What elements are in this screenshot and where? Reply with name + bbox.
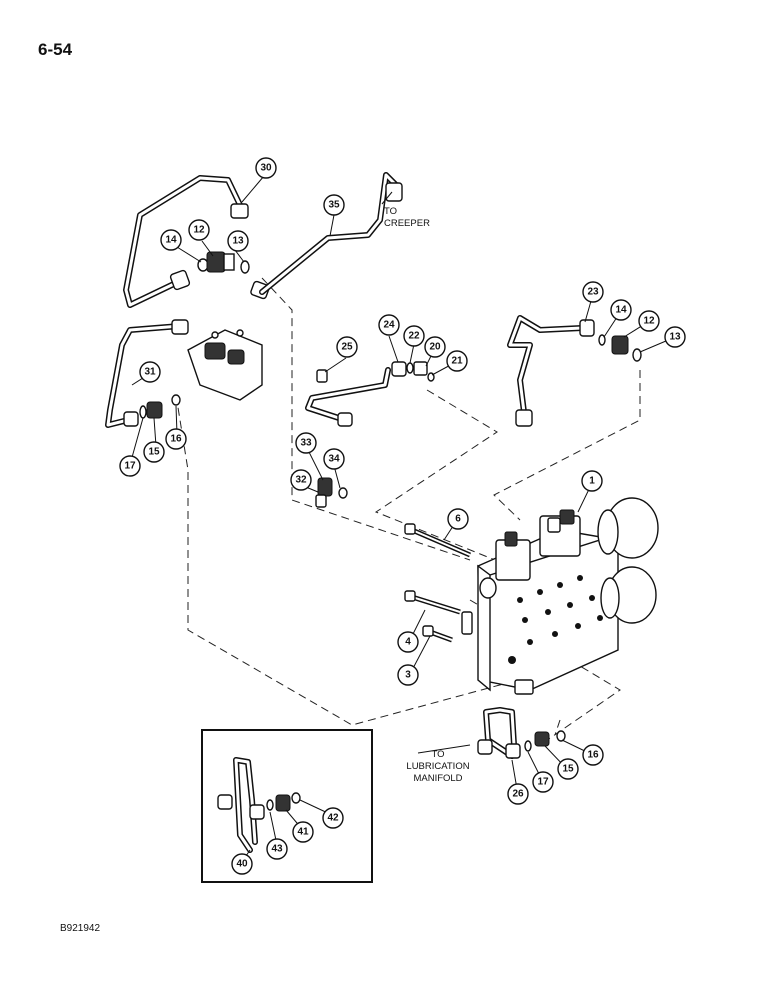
svg-text:16: 16 <box>587 750 599 761</box>
callout-25: 25 <box>336 336 358 358</box>
inset-box <box>201 729 373 883</box>
svg-text:15: 15 <box>148 447 160 458</box>
callout-16b: 16 <box>582 744 604 766</box>
callout-35: 35 <box>323 194 345 216</box>
callout-32: 32 <box>290 469 312 491</box>
page-number: 6-54 <box>38 40 73 59</box>
callout-42: 42 <box>322 807 344 829</box>
svg-text:21: 21 <box>451 356 463 367</box>
callout-1: 1 <box>581 470 603 492</box>
pipe-24 <box>305 361 435 427</box>
svg-text:6: 6 <box>455 514 461 525</box>
to-creeper-line-1: TO <box>384 206 397 217</box>
callout-13a: 13 <box>227 230 249 252</box>
pipe-31 <box>105 319 189 428</box>
callout-4: 4 <box>397 631 419 653</box>
svg-text:33: 33 <box>300 438 312 449</box>
svg-text:17: 17 <box>124 461 136 472</box>
svg-text:34: 34 <box>328 454 340 465</box>
pipe-35-nut <box>385 182 403 202</box>
pipe-30-nut-lower <box>169 269 191 291</box>
svg-text:15: 15 <box>562 764 574 775</box>
callout-26: 26 <box>507 783 529 805</box>
svg-text:20: 20 <box>429 342 441 353</box>
svg-text:22: 22 <box>408 331 420 342</box>
callout-14b: 14 <box>610 299 632 321</box>
svg-text:43: 43 <box>271 844 283 855</box>
callout-43: 43 <box>266 838 288 860</box>
pipe-26 <box>477 707 566 759</box>
svg-text:12: 12 <box>193 225 205 236</box>
pipe-23 <box>507 315 642 427</box>
callout-12b: 12 <box>638 310 660 332</box>
svg-text:41: 41 <box>297 827 309 838</box>
svg-text:12: 12 <box>643 316 655 327</box>
callout-21: 21 <box>446 350 468 372</box>
pipe-30 <box>123 175 249 308</box>
svg-text:13: 13 <box>669 332 681 343</box>
callout-17b: 17 <box>532 771 554 793</box>
svg-text:14: 14 <box>165 235 177 246</box>
figure-code: B921942 <box>60 923 101 934</box>
callout-17a: 17 <box>119 455 141 477</box>
callout-23: 23 <box>582 281 604 303</box>
pipe-35 <box>259 172 403 295</box>
callout-33: 33 <box>295 432 317 454</box>
to-lubrication-line-2: LUBRICATION <box>406 761 469 772</box>
callout-15b: 15 <box>557 758 579 780</box>
callout-34: 34 <box>323 448 345 470</box>
callout-12a: 12 <box>188 219 210 241</box>
callout-40: 40 <box>231 853 253 875</box>
pipe-30-nut <box>230 203 249 219</box>
callout-30: 30 <box>255 157 277 179</box>
callout-14a: 14 <box>160 229 182 251</box>
valve-housing-left <box>187 329 263 401</box>
callout-13b: 13 <box>664 326 686 348</box>
plate-holes <box>508 575 603 664</box>
svg-text:1: 1 <box>589 476 595 487</box>
callout-3: 3 <box>397 664 419 686</box>
svg-text:14: 14 <box>615 305 627 316</box>
svg-text:40: 40 <box>236 859 248 870</box>
callout-16a: 16 <box>165 428 187 450</box>
to-creeper-line-2: CREEPER <box>384 218 430 229</box>
svg-text:30: 30 <box>260 163 272 174</box>
svg-text:31: 31 <box>144 367 156 378</box>
annotation-to-lubrication: TO LUBRICATION MANIFOLD <box>406 749 469 784</box>
annotation-to-creeper: TO CREEPER <box>384 206 430 229</box>
callout-15a: 15 <box>143 441 165 463</box>
svg-text:24: 24 <box>383 320 395 331</box>
callout-20: 20 <box>424 336 446 358</box>
callout-6: 6 <box>447 508 469 530</box>
leader-lines <box>130 175 674 860</box>
svg-text:4: 4 <box>405 637 411 648</box>
callout-41: 41 <box>292 821 314 843</box>
svg-text:35: 35 <box>328 200 340 211</box>
callout-22: 22 <box>403 325 425 347</box>
bolts <box>404 523 471 643</box>
svg-text:26: 26 <box>512 789 524 800</box>
valve-assembly <box>461 497 659 695</box>
svg-text:32: 32 <box>295 475 307 486</box>
callout-31: 31 <box>139 361 161 383</box>
svg-text:13: 13 <box>232 236 244 247</box>
svg-text:42: 42 <box>327 813 339 824</box>
svg-text:17: 17 <box>537 777 549 788</box>
fitting-32-33 <box>315 477 348 508</box>
svg-text:16: 16 <box>170 434 182 445</box>
svg-text:23: 23 <box>587 287 599 298</box>
callout-24: 24 <box>378 314 400 336</box>
svg-text:3: 3 <box>405 670 411 681</box>
to-lubrication-line-3: MANIFOLD <box>413 773 462 784</box>
to-lubrication-line-1: TO <box>431 749 444 760</box>
svg-text:25: 25 <box>341 342 353 353</box>
